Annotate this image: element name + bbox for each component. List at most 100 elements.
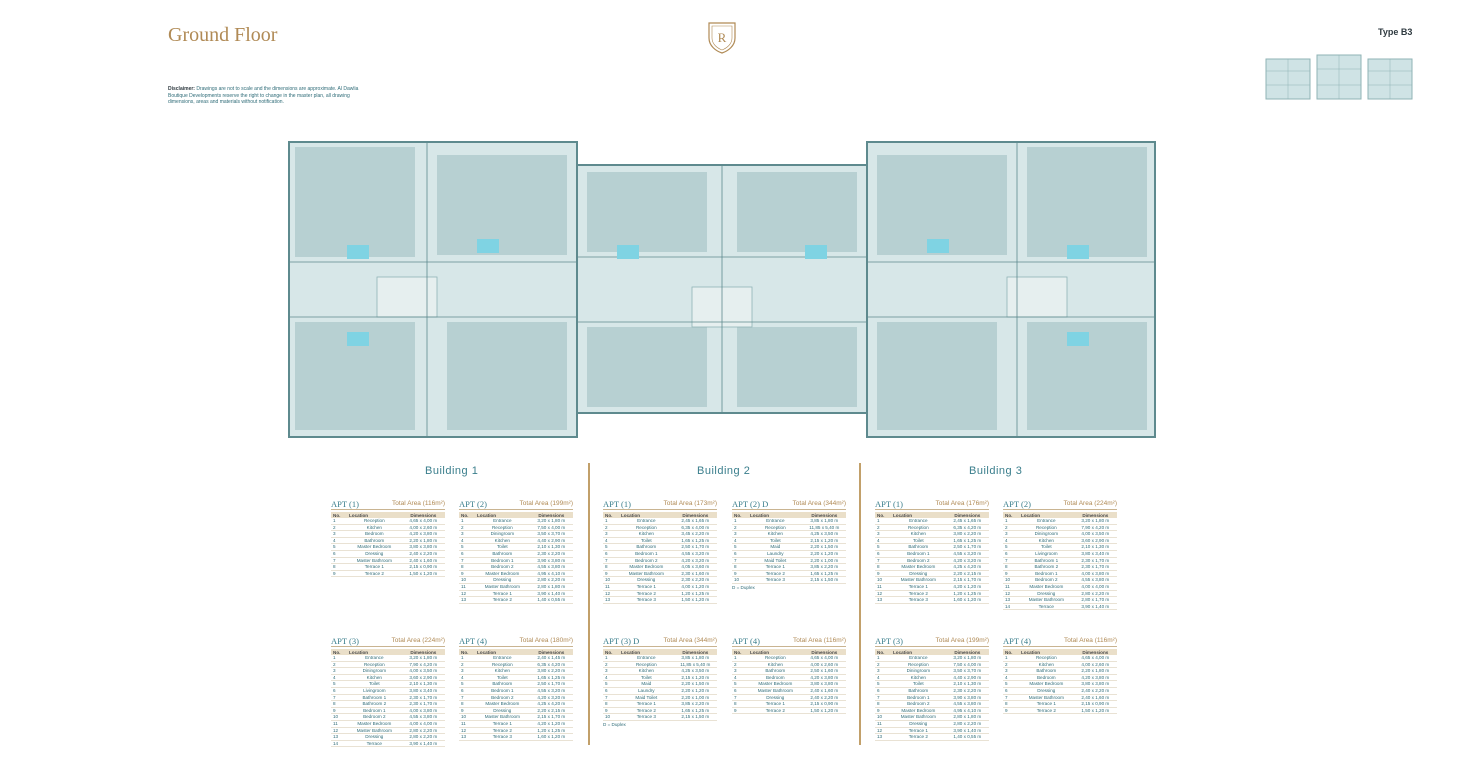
room-number: 14 (331, 740, 347, 748)
apt-header: APT (2)Total Area (224m²) (1003, 499, 1117, 510)
room-name: Master Bathroom (346, 557, 402, 565)
room-name: Dressing (890, 570, 946, 578)
room-name: Bedroom 1 (346, 707, 402, 715)
room-dimensions: 4,55 x 3,80 m (1073, 576, 1117, 584)
room-dimensions: 2,30 x 2,20 m (673, 576, 717, 584)
room-name: Terrace 2 (890, 733, 946, 741)
apt-name: APT (1) (331, 499, 359, 509)
apt-header: APT (3)Total Area (224m²) (331, 636, 445, 647)
column-header: Location (618, 649, 674, 655)
column-header: Dimensions (401, 649, 445, 655)
room-dimensions: 4,00 x 2,60 m (802, 661, 846, 669)
room-number: 3 (875, 667, 891, 675)
room-number: 4 (1003, 674, 1019, 682)
room-number: 2 (459, 524, 475, 532)
room-number: 7 (331, 694, 347, 702)
room-name: Master Bathroom (346, 727, 402, 735)
room-number: 5 (732, 543, 748, 551)
room-number: 3 (1003, 667, 1019, 675)
disclaimer: Disclaimer: Drawings are not to scale an… (168, 86, 359, 105)
room-name: Terrace 1 (346, 563, 402, 571)
apt-header: APT (1)Total Area (116m²) (331, 499, 445, 510)
room-dimensions: 7,90 x 4,20 m (1073, 524, 1117, 532)
room-name: Kitchen (890, 674, 946, 682)
room-number: 8 (732, 563, 748, 571)
room-dimensions: 3,85 x 1,80 m (802, 518, 846, 525)
room-dimensions: 2,15 x 1,50 m (673, 713, 717, 721)
column-header: Dimensions (1073, 512, 1117, 518)
column-header: No. (459, 649, 475, 655)
room-name: Livingroom (1018, 550, 1074, 558)
room-name: Terrace 1 (1018, 700, 1074, 708)
room-name: Master Bathroom (747, 687, 803, 695)
room-number: 9 (603, 707, 619, 715)
room-number: 3 (603, 667, 619, 675)
room-dimensions: 3,90 x 1,40 m (529, 590, 573, 598)
room-name: Kitchen (747, 530, 803, 538)
room-dimensions: 4,55 x 3,20 m (673, 550, 717, 558)
room-number: 11 (875, 583, 891, 591)
room-dimensions: 2,10 x 1,30 m (1073, 543, 1117, 551)
building-title: Building 1 (425, 465, 479, 477)
room-dimensions: 2,15 x 0,90 m (802, 700, 846, 708)
room-name: Bathroom (747, 667, 803, 675)
room-number: 2 (331, 524, 347, 532)
apt-name: APT (4) (732, 636, 760, 646)
apt-name: APT (1) (603, 499, 631, 509)
room-number: 7 (732, 694, 748, 702)
column-header: No. (732, 649, 748, 655)
room-dimensions: 4,25 x 4,20 m (945, 563, 989, 571)
room-name: Kitchen (618, 530, 674, 538)
room-dimensions: 2,30 x 1,70 m (401, 694, 445, 702)
room-name: Toilet (618, 537, 674, 545)
room-dimensions: 2,40 x 2,20 m (401, 550, 445, 558)
room-number: 3 (331, 530, 347, 538)
room-dimensions: 4,00 x 2,60 m (1073, 661, 1117, 669)
room-number: 2 (331, 661, 347, 669)
room-name: Bedroom 2 (890, 700, 946, 708)
room-name: Master Bedroom (1018, 680, 1074, 688)
room-number: 4 (875, 674, 891, 682)
apt-total-area: Total Area (344m²) (663, 637, 717, 644)
room-dimensions: 3,60 x 2,90 m (1073, 537, 1117, 545)
duplex-note: D = Duplex (732, 584, 755, 590)
column-header: Dimensions (945, 649, 989, 655)
room-name: Master Bedroom (1018, 583, 1074, 591)
room-name: Terrace 3 (474, 733, 530, 741)
room-name: Dressing (346, 550, 402, 558)
room-number: 4 (459, 674, 475, 682)
room-dimensions: 2,45 x 1,65 m (673, 518, 717, 525)
room-number: 10 (875, 576, 891, 584)
room-number: 8 (331, 700, 347, 708)
